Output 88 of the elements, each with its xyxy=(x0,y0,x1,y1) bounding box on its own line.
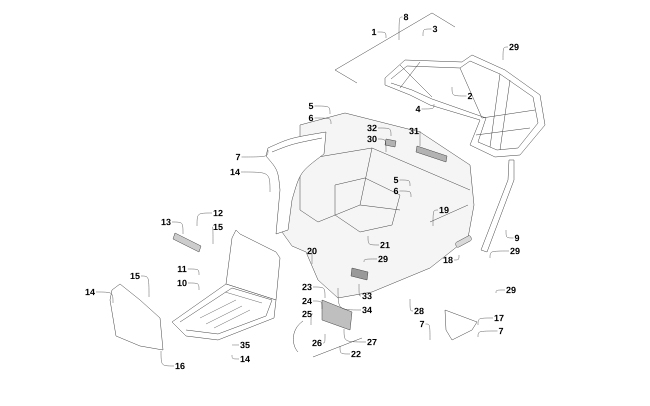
leader-line xyxy=(140,276,150,298)
callout-number: 29 xyxy=(378,256,388,262)
callout-number: 17 xyxy=(494,314,504,322)
leader-line xyxy=(344,328,366,342)
leader-line xyxy=(232,344,240,346)
callout-number: 24 xyxy=(302,298,312,304)
callout-number: 5 xyxy=(394,176,398,184)
callout-number: 10 xyxy=(178,280,187,286)
callout-number: 7 xyxy=(498,328,504,334)
callout-number: 22 xyxy=(351,350,361,358)
callout-number: 15 xyxy=(130,272,140,280)
callout-number: 18 xyxy=(444,256,453,264)
leader-line xyxy=(506,230,514,238)
callout-number: 34 xyxy=(362,306,372,314)
leader-line xyxy=(312,300,322,310)
leader-line xyxy=(378,128,392,136)
leader-line xyxy=(241,150,268,158)
callout-number: 16 xyxy=(176,362,185,370)
leader-line xyxy=(240,172,270,192)
leader-line xyxy=(478,330,498,338)
callout-number: 35 xyxy=(240,342,250,348)
callout-number: 31 xyxy=(409,128,419,134)
callout-number: 6 xyxy=(394,188,398,194)
callout-number: 26 xyxy=(312,340,322,346)
callout-number: 13 xyxy=(162,218,171,226)
callout-number: 5 xyxy=(308,102,314,110)
leader-line xyxy=(232,354,240,360)
leader-line xyxy=(160,350,174,366)
callout-number: 28 xyxy=(414,308,424,314)
leader-line xyxy=(314,106,330,114)
callout-number: 30 xyxy=(367,136,377,142)
leader-line xyxy=(496,290,506,294)
leader-line xyxy=(410,298,414,312)
callout-number: 15 xyxy=(214,224,223,230)
callout-number: 7 xyxy=(236,154,240,160)
leader-line xyxy=(378,138,386,152)
leader-line xyxy=(322,334,326,344)
callout-number: 32 xyxy=(367,124,377,132)
leader-line xyxy=(312,286,326,298)
leader-line xyxy=(358,284,362,296)
leader-line xyxy=(196,212,212,226)
callout-number: 20 xyxy=(307,248,317,254)
callout-number: 14 xyxy=(86,288,95,296)
leader-line xyxy=(452,86,467,96)
callout-number: 6 xyxy=(308,114,314,122)
leader-line xyxy=(422,28,432,36)
leader-line xyxy=(502,46,508,60)
callout-number: 1 xyxy=(372,28,376,36)
leader-line xyxy=(310,314,314,326)
callout-number: 3 xyxy=(432,26,438,32)
callout-number: 29 xyxy=(509,44,519,50)
leader-line xyxy=(377,32,386,38)
leader-line xyxy=(399,190,412,198)
callout-number: 21 xyxy=(380,242,390,248)
leader-line xyxy=(188,268,200,276)
leader-line xyxy=(432,210,438,226)
callout-number: 19 xyxy=(440,206,449,214)
callout-number: 4 xyxy=(416,106,420,112)
leader-line xyxy=(314,118,332,124)
leader-line xyxy=(399,180,410,186)
callout-number: 8 xyxy=(404,14,408,20)
callout-number: 29 xyxy=(506,286,516,294)
leader-line xyxy=(454,254,460,260)
callout-number: 7 xyxy=(420,320,424,328)
callout-number: 2 xyxy=(468,92,472,100)
callout-number: 23 xyxy=(302,284,312,290)
leader-line xyxy=(188,282,200,290)
leader-line xyxy=(425,324,430,340)
leader-line xyxy=(490,250,510,258)
callout-number: 14 xyxy=(230,168,240,176)
leader-line xyxy=(478,318,494,326)
leader-line xyxy=(368,236,380,246)
leader-line xyxy=(172,222,184,234)
leader-line xyxy=(421,104,434,110)
callout-number: 29 xyxy=(510,248,520,254)
callout-number: 27 xyxy=(367,338,377,346)
callout-number: 9 xyxy=(514,234,520,242)
leader-line xyxy=(96,292,114,304)
leader-line xyxy=(340,346,350,354)
callout-number: 14 xyxy=(240,356,250,362)
leader-line xyxy=(398,16,403,40)
callout-number: 33 xyxy=(362,292,372,300)
leader-line xyxy=(212,226,214,244)
leader-line xyxy=(338,288,362,310)
callout-number: 25 xyxy=(302,310,312,318)
callout-number: 12 xyxy=(214,210,223,216)
leader-line xyxy=(364,258,378,262)
callout-number: 11 xyxy=(178,266,186,272)
